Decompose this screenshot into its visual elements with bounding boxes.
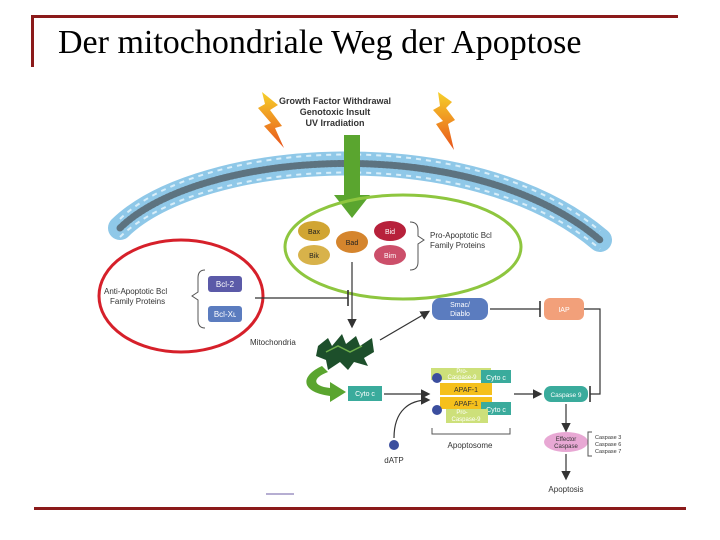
bid-label: Bid xyxy=(385,229,395,236)
mitochondria-label: Mitochondria xyxy=(250,338,296,347)
bad-protein xyxy=(336,231,368,253)
cell-membrane xyxy=(108,151,612,252)
bax-label: Bax xyxy=(308,229,321,236)
apoptosome-cyto-c-top: Cyto c xyxy=(486,375,506,382)
anti-apoptotic-group: Anti-Apoptotic Bcl Family Proteins Bcl-2… xyxy=(104,269,242,329)
bik-protein xyxy=(298,245,330,265)
datp-label: dATP xyxy=(384,456,403,465)
slide-frame-bottom xyxy=(34,507,686,510)
anti-apoptotic-label-2: Family Proteins xyxy=(110,297,165,306)
stimulus-genotoxic: Genotoxic Insult xyxy=(300,107,371,117)
smac-label-2: Diablo xyxy=(450,311,470,318)
effector-caspase6: Caspase 6 xyxy=(595,442,621,448)
datp-arrow xyxy=(393,395,431,439)
slide-title: Der mitochondriale Weg der Apoptose xyxy=(58,24,582,61)
datp-icon xyxy=(389,440,399,450)
bad-label: Bad xyxy=(346,240,359,247)
bax-protein xyxy=(298,221,330,241)
pro-apoptotic-highlight xyxy=(283,193,523,301)
iap-label: IAP xyxy=(558,307,570,314)
pro-apoptotic-label-2: Family Proteins xyxy=(430,241,485,250)
pro-apoptotic-group: Bax Bad Bid Bik Bim Pro-Apoptotic Bcl Fa… xyxy=(298,221,492,271)
stimulus-uv: UV Irradiation xyxy=(305,118,364,128)
effector-label-1: Effector xyxy=(556,437,577,443)
bim-label: Bim xyxy=(384,253,396,260)
bim-protein xyxy=(374,245,406,265)
apaf1-top-label: APAF-1 xyxy=(454,387,478,394)
bcl2-box xyxy=(208,276,242,292)
datp-bead-bottom xyxy=(432,405,442,415)
bcl2-label: Bcl-2 xyxy=(216,280,235,289)
cyto-c-label: Cyto c xyxy=(355,391,375,398)
smac-label-1: Smac/ xyxy=(450,302,470,309)
pro-apoptotic-label-1: Pro-Apoptotic Bcl xyxy=(430,231,492,240)
lightning-bolt-left-icon xyxy=(258,92,284,148)
apaf1-bottom-label: APAF-1 xyxy=(454,401,478,408)
iap-inhibits-caspase9 xyxy=(584,308,601,395)
anti-apoptotic-highlight xyxy=(97,238,265,354)
bclx-box xyxy=(208,306,242,322)
bclx-label: Bcl-Xʟ xyxy=(214,310,236,319)
stimulus-growth-factor: Growth Factor Withdrawal xyxy=(279,96,391,106)
slide-frame-left xyxy=(31,15,34,67)
anti-apoptotic-label-1: Anti-Apoptotic Bcl xyxy=(104,287,167,296)
mitochondria-icon xyxy=(316,334,374,370)
procaspase-top-label-2: Caspase-9 xyxy=(447,375,477,381)
slide-frame-top xyxy=(34,15,678,18)
bik-label: Bik xyxy=(309,253,319,260)
apoptosome: Pro- Caspase-9 Cyto c APAF-1 APAF-1 Cyto… xyxy=(431,368,511,450)
bid-protein xyxy=(374,221,406,241)
apoptosome-cyto-c-bottom: Cyto c xyxy=(486,407,506,414)
datp-bead-top xyxy=(432,373,442,383)
caspase9-label: Caspase 9 xyxy=(550,392,581,399)
lightning-bolt-right-icon xyxy=(433,92,455,150)
mito-release-arrow xyxy=(306,366,346,402)
effector-caspase-box xyxy=(544,432,588,452)
caspase9-box xyxy=(544,386,588,402)
effector-caspase7: Caspase 7 xyxy=(595,449,621,455)
smac-diablo-box xyxy=(432,298,488,320)
procaspase-bottom-label-1: Pro- xyxy=(456,410,467,416)
iap-box xyxy=(544,298,584,320)
signal-arrow xyxy=(334,135,370,218)
cyto-c-box xyxy=(348,386,382,401)
apoptosome-label: Apoptosome xyxy=(448,441,493,450)
apoptosis-label: Apoptosis xyxy=(548,485,583,494)
mito-to-smac-arrow xyxy=(379,310,431,341)
procaspase-bottom-label-2: Caspase-9 xyxy=(451,417,481,423)
procaspase-top-label-1: Pro- xyxy=(456,369,467,375)
effector-caspase3: Caspase 3 xyxy=(595,435,621,441)
effector-label-2: Caspase xyxy=(554,444,578,450)
